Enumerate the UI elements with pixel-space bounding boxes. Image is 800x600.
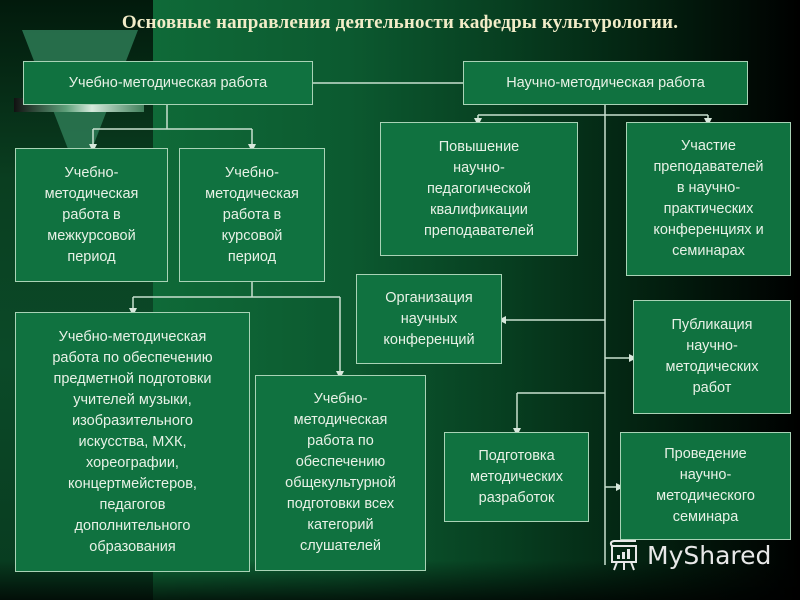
box-scientific-methodical-work: Научно-методическая работа (463, 61, 748, 105)
box-label: Подготовка методических разработок (470, 447, 563, 506)
box-teaching-methodical-work: Учебно-методическая работа (23, 61, 313, 105)
box-label: Проведение научно- методического семинар… (656, 446, 755, 525)
box-subject-training: Учебно-методическая работа по обеспечени… (15, 312, 250, 572)
box-label: Участие преподавателей в научно- практич… (653, 138, 764, 259)
box-qualification-improvement: Повышение научно- педагогической квалифи… (380, 122, 578, 256)
box-label: Учебно- методическая работа по обеспечен… (285, 391, 396, 554)
box-label: Учебно- методическая работа в межкурсово… (44, 164, 139, 265)
box-label: Повышение научно- педагогической квалифи… (423, 138, 535, 239)
box-label: Публикация научно- методических работ (665, 317, 759, 396)
watermark-text: MyShared (647, 540, 772, 570)
box-label: Организация научных конференций (383, 289, 475, 348)
watermark: MyShared (607, 538, 771, 572)
box-conference-organization: Организация научных конференций (356, 274, 502, 364)
presentation-board-icon (609, 540, 637, 571)
box-method-development: Подготовка методических разработок (444, 432, 589, 522)
box-interterm-period: Учебно- методическая работа в межкурсово… (15, 148, 168, 282)
box-conference-participation: Участие преподавателей в научно- практич… (626, 122, 791, 276)
box-seminar: Проведение научно- методического семинар… (620, 432, 791, 540)
box-label: Учебно- методическая работа в курсовой п… (205, 164, 299, 265)
box-label: Учебно-методическая работа по обеспечени… (52, 328, 213, 555)
box-label: Научно-методическая работа (506, 74, 705, 91)
box-publications: Публикация научно- методических работ (633, 300, 791, 414)
box-term-period: Учебно- методическая работа в курсовой п… (179, 148, 325, 282)
slide-title: Основные направления деятельности кафедр… (121, 12, 679, 33)
box-general-culture-training: Учебно- методическая работа по обеспечен… (255, 375, 426, 571)
box-label: Учебно-методическая работа (68, 74, 268, 91)
